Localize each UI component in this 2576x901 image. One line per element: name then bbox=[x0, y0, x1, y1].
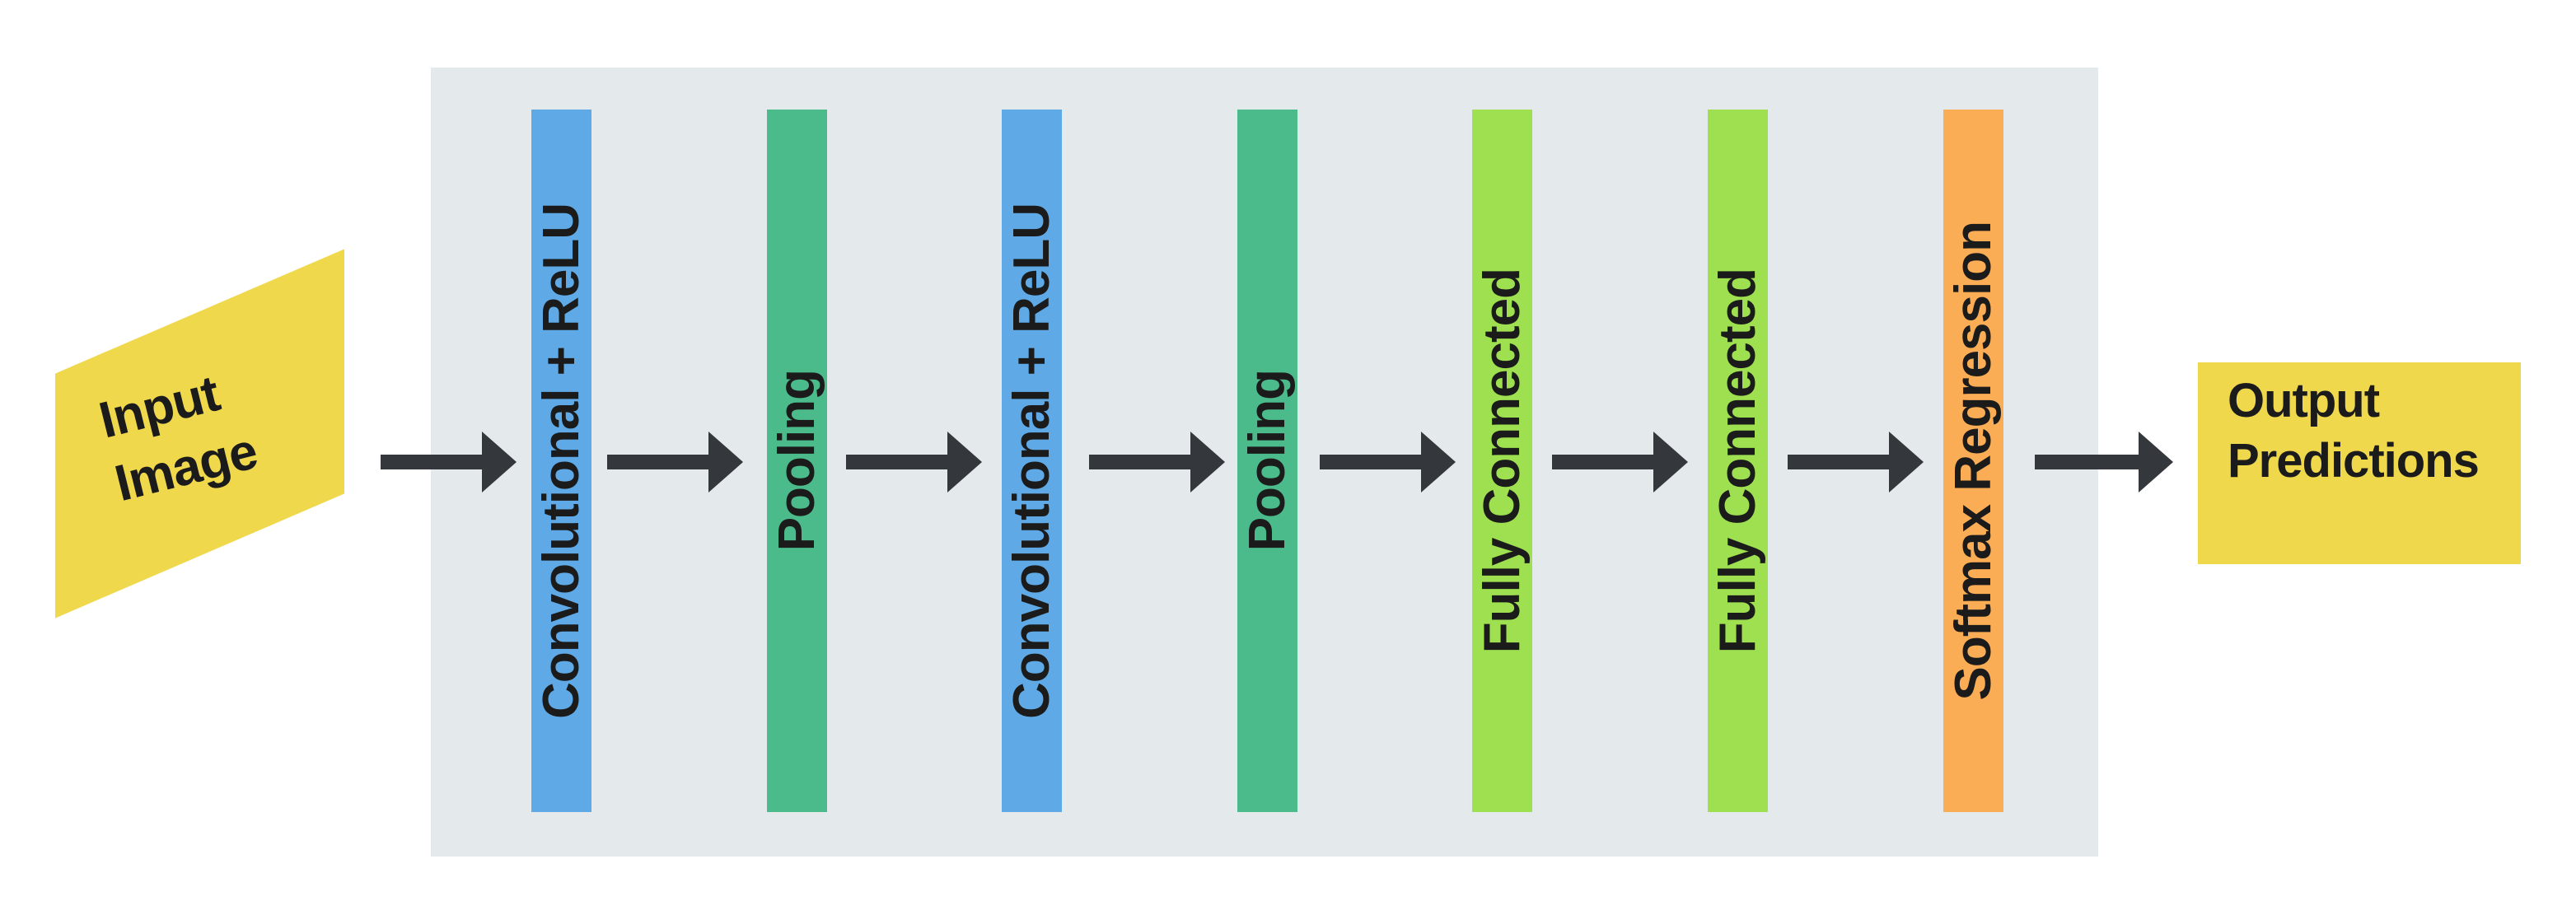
stage-label: Pooling bbox=[769, 370, 825, 552]
stage-bar-convolutional-relu-2: Convolutional + ReLU bbox=[1002, 110, 1062, 812]
stage-bar-convolutional-relu-1: Convolutional + ReLU bbox=[531, 110, 591, 812]
arrow-shaft bbox=[1089, 455, 1192, 469]
flow-arrow-icon bbox=[2035, 432, 2173, 493]
arrow-head-icon bbox=[1889, 432, 1924, 493]
flow-arrow-icon bbox=[607, 432, 743, 493]
stage-label: Pooling bbox=[1239, 370, 1296, 552]
arrow-shaft bbox=[2035, 455, 2140, 469]
flow-arrow-icon bbox=[1320, 432, 1456, 493]
flow-arrow-icon bbox=[1788, 432, 1924, 493]
output-predictions-node: Output Predictions bbox=[2198, 362, 2521, 564]
stage-bar-softmax-regression: Softmax Regression bbox=[1943, 110, 2003, 812]
arrow-shaft bbox=[846, 455, 949, 469]
arrow-head-icon bbox=[947, 432, 982, 493]
arrow-shaft bbox=[1788, 455, 1891, 469]
flow-arrow-icon bbox=[381, 432, 517, 493]
stage-bar-fully-connected-2: Fully Connected bbox=[1708, 110, 1768, 812]
arrow-head-icon bbox=[1190, 432, 1225, 493]
stage-label: Fully Connected bbox=[1474, 268, 1531, 654]
stage-bar-pooling-1: Pooling bbox=[767, 110, 827, 812]
arrow-shaft bbox=[1320, 455, 1423, 469]
stage-label: Fully Connected bbox=[1709, 268, 1766, 654]
output-label-line2: Predictions bbox=[2228, 434, 2480, 488]
stage-label: Convolutional + ReLU bbox=[533, 203, 590, 719]
arrow-head-icon bbox=[1421, 432, 1456, 493]
arrow-shaft bbox=[1552, 455, 1655, 469]
output-label-line1: Output bbox=[2228, 374, 2380, 427]
arrow-head-icon bbox=[482, 432, 517, 493]
flow-arrow-icon bbox=[1089, 432, 1225, 493]
stage-label: Convolutional + ReLU bbox=[1003, 203, 1060, 719]
stage-label: Softmax Regression bbox=[1945, 221, 2002, 701]
arrow-shaft bbox=[607, 455, 710, 469]
arrow-head-icon bbox=[2139, 432, 2173, 493]
flow-arrow-icon bbox=[1552, 432, 1688, 493]
arrow-head-icon bbox=[1653, 432, 1688, 493]
stage-bar-fully-connected-1: Fully Connected bbox=[1472, 110, 1532, 812]
output-predictions-label: Output Predictions bbox=[2198, 362, 2521, 491]
flow-arrow-icon bbox=[846, 432, 982, 493]
arrow-head-icon bbox=[708, 432, 743, 493]
arrow-shaft bbox=[381, 455, 484, 469]
stage-bar-pooling-2: Pooling bbox=[1237, 110, 1297, 812]
